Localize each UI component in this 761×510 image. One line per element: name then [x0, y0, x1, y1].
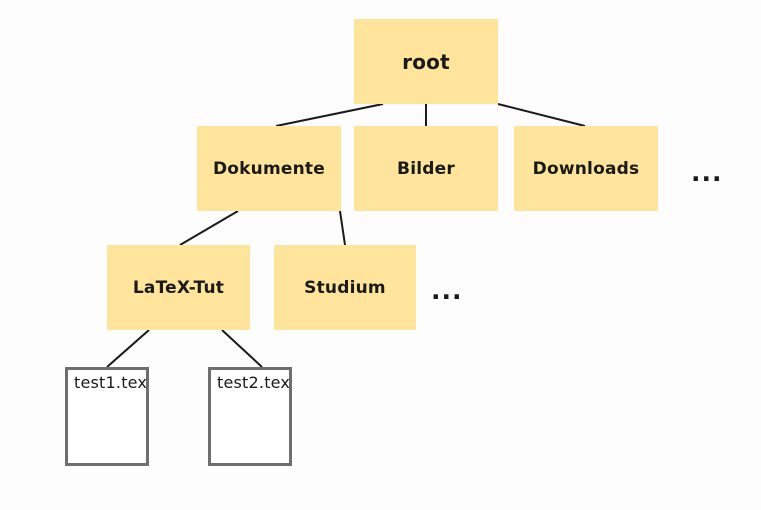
- node-test2-tex-label: test2.tex: [217, 373, 291, 392]
- ellipsis-level1: ...: [691, 158, 723, 187]
- edge-latex-tut-to-test1: [106, 329, 150, 368]
- node-studium[interactable]: Studium: [274, 245, 416, 330]
- node-bilder[interactable]: Bilder: [354, 126, 498, 211]
- edge-latex-tut-to-test2: [221, 329, 263, 368]
- node-latex-tut-label: LaTeX-Tut: [132, 277, 225, 298]
- node-dokumente-label: Dokumente: [212, 158, 325, 179]
- edge-dokumente-to-latex-tut: [179, 210, 239, 246]
- node-dokumente[interactable]: Dokumente: [197, 126, 341, 211]
- node-test1-tex-label: test1.tex: [74, 373, 148, 392]
- edge-root-to-downloads: [497, 103, 586, 127]
- node-latex-tut[interactable]: LaTeX-Tut: [107, 245, 250, 330]
- node-root[interactable]: root: [354, 19, 498, 104]
- node-test2-tex[interactable]: test2.tex: [208, 367, 292, 466]
- edge-root-to-dokumente: [275, 103, 384, 127]
- node-studium-label: Studium: [304, 277, 386, 298]
- node-bilder-label: Bilder: [397, 158, 455, 179]
- ellipsis-level2: ...: [431, 276, 463, 305]
- node-downloads[interactable]: Downloads: [514, 126, 658, 211]
- edge-dokumente-to-studium: [339, 210, 346, 246]
- node-downloads-label: Downloads: [532, 158, 640, 179]
- node-root-label: root: [402, 49, 450, 74]
- node-test1-tex[interactable]: test1.tex: [65, 367, 149, 466]
